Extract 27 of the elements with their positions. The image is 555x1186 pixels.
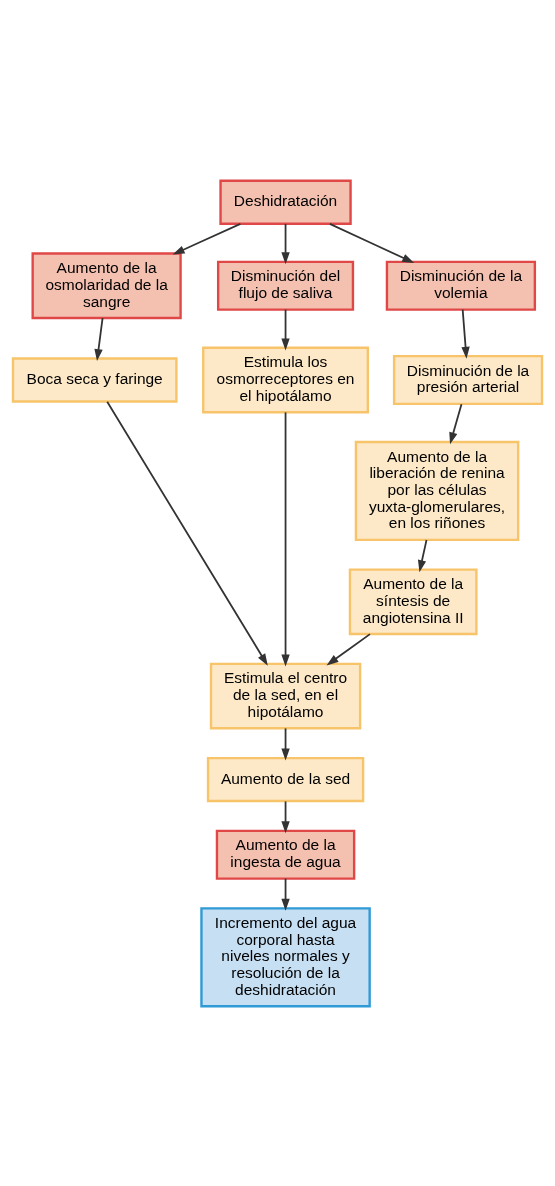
- arrow: [417, 538, 428, 572]
- node-box: Boca seca y faringe: [11, 356, 178, 403]
- node-box: Disminución de la presión arterial: [392, 354, 544, 405]
- node-box: Aumento de la liberación de renina por las células yuxta-glomerulares, en los riñones: [354, 440, 520, 541]
- arrow: [281, 800, 290, 833]
- arrow: [281, 411, 290, 666]
- node-box: Estimula el centro de la sed, en el hipotálamo: [209, 662, 362, 729]
- arrow: [94, 316, 104, 361]
- arrow: [281, 727, 290, 760]
- node-box: Estimula los osmorreceptores en el hipotálamo: [202, 346, 370, 413]
- arrow: [449, 402, 463, 444]
- arrow: [281, 222, 290, 264]
- arrow: [281, 877, 290, 911]
- node-box: Aumento de la síntesis de angiotensina II: [348, 567, 478, 635]
- node-box: Disminución de la volemia: [385, 260, 537, 311]
- node-box: Incremento del agua corporal hasta niveles normales y resolución de la deshidratación: [200, 906, 371, 1007]
- arrow: [461, 308, 470, 359]
- node-box: Deshidratación: [219, 179, 352, 225]
- node-box: Aumento de la osmolaridad de la sangre: [31, 251, 182, 319]
- node-box: Aumento de la ingesta de agua: [215, 829, 356, 880]
- arrow: [326, 632, 371, 665]
- node-box: Disminución del flujo de saliva: [216, 260, 355, 311]
- arrow: [106, 400, 268, 666]
- arrow: [172, 222, 242, 255]
- arrow: [281, 308, 290, 350]
- node-box: Aumento de la sed: [206, 756, 365, 802]
- arrow: [328, 222, 415, 263]
